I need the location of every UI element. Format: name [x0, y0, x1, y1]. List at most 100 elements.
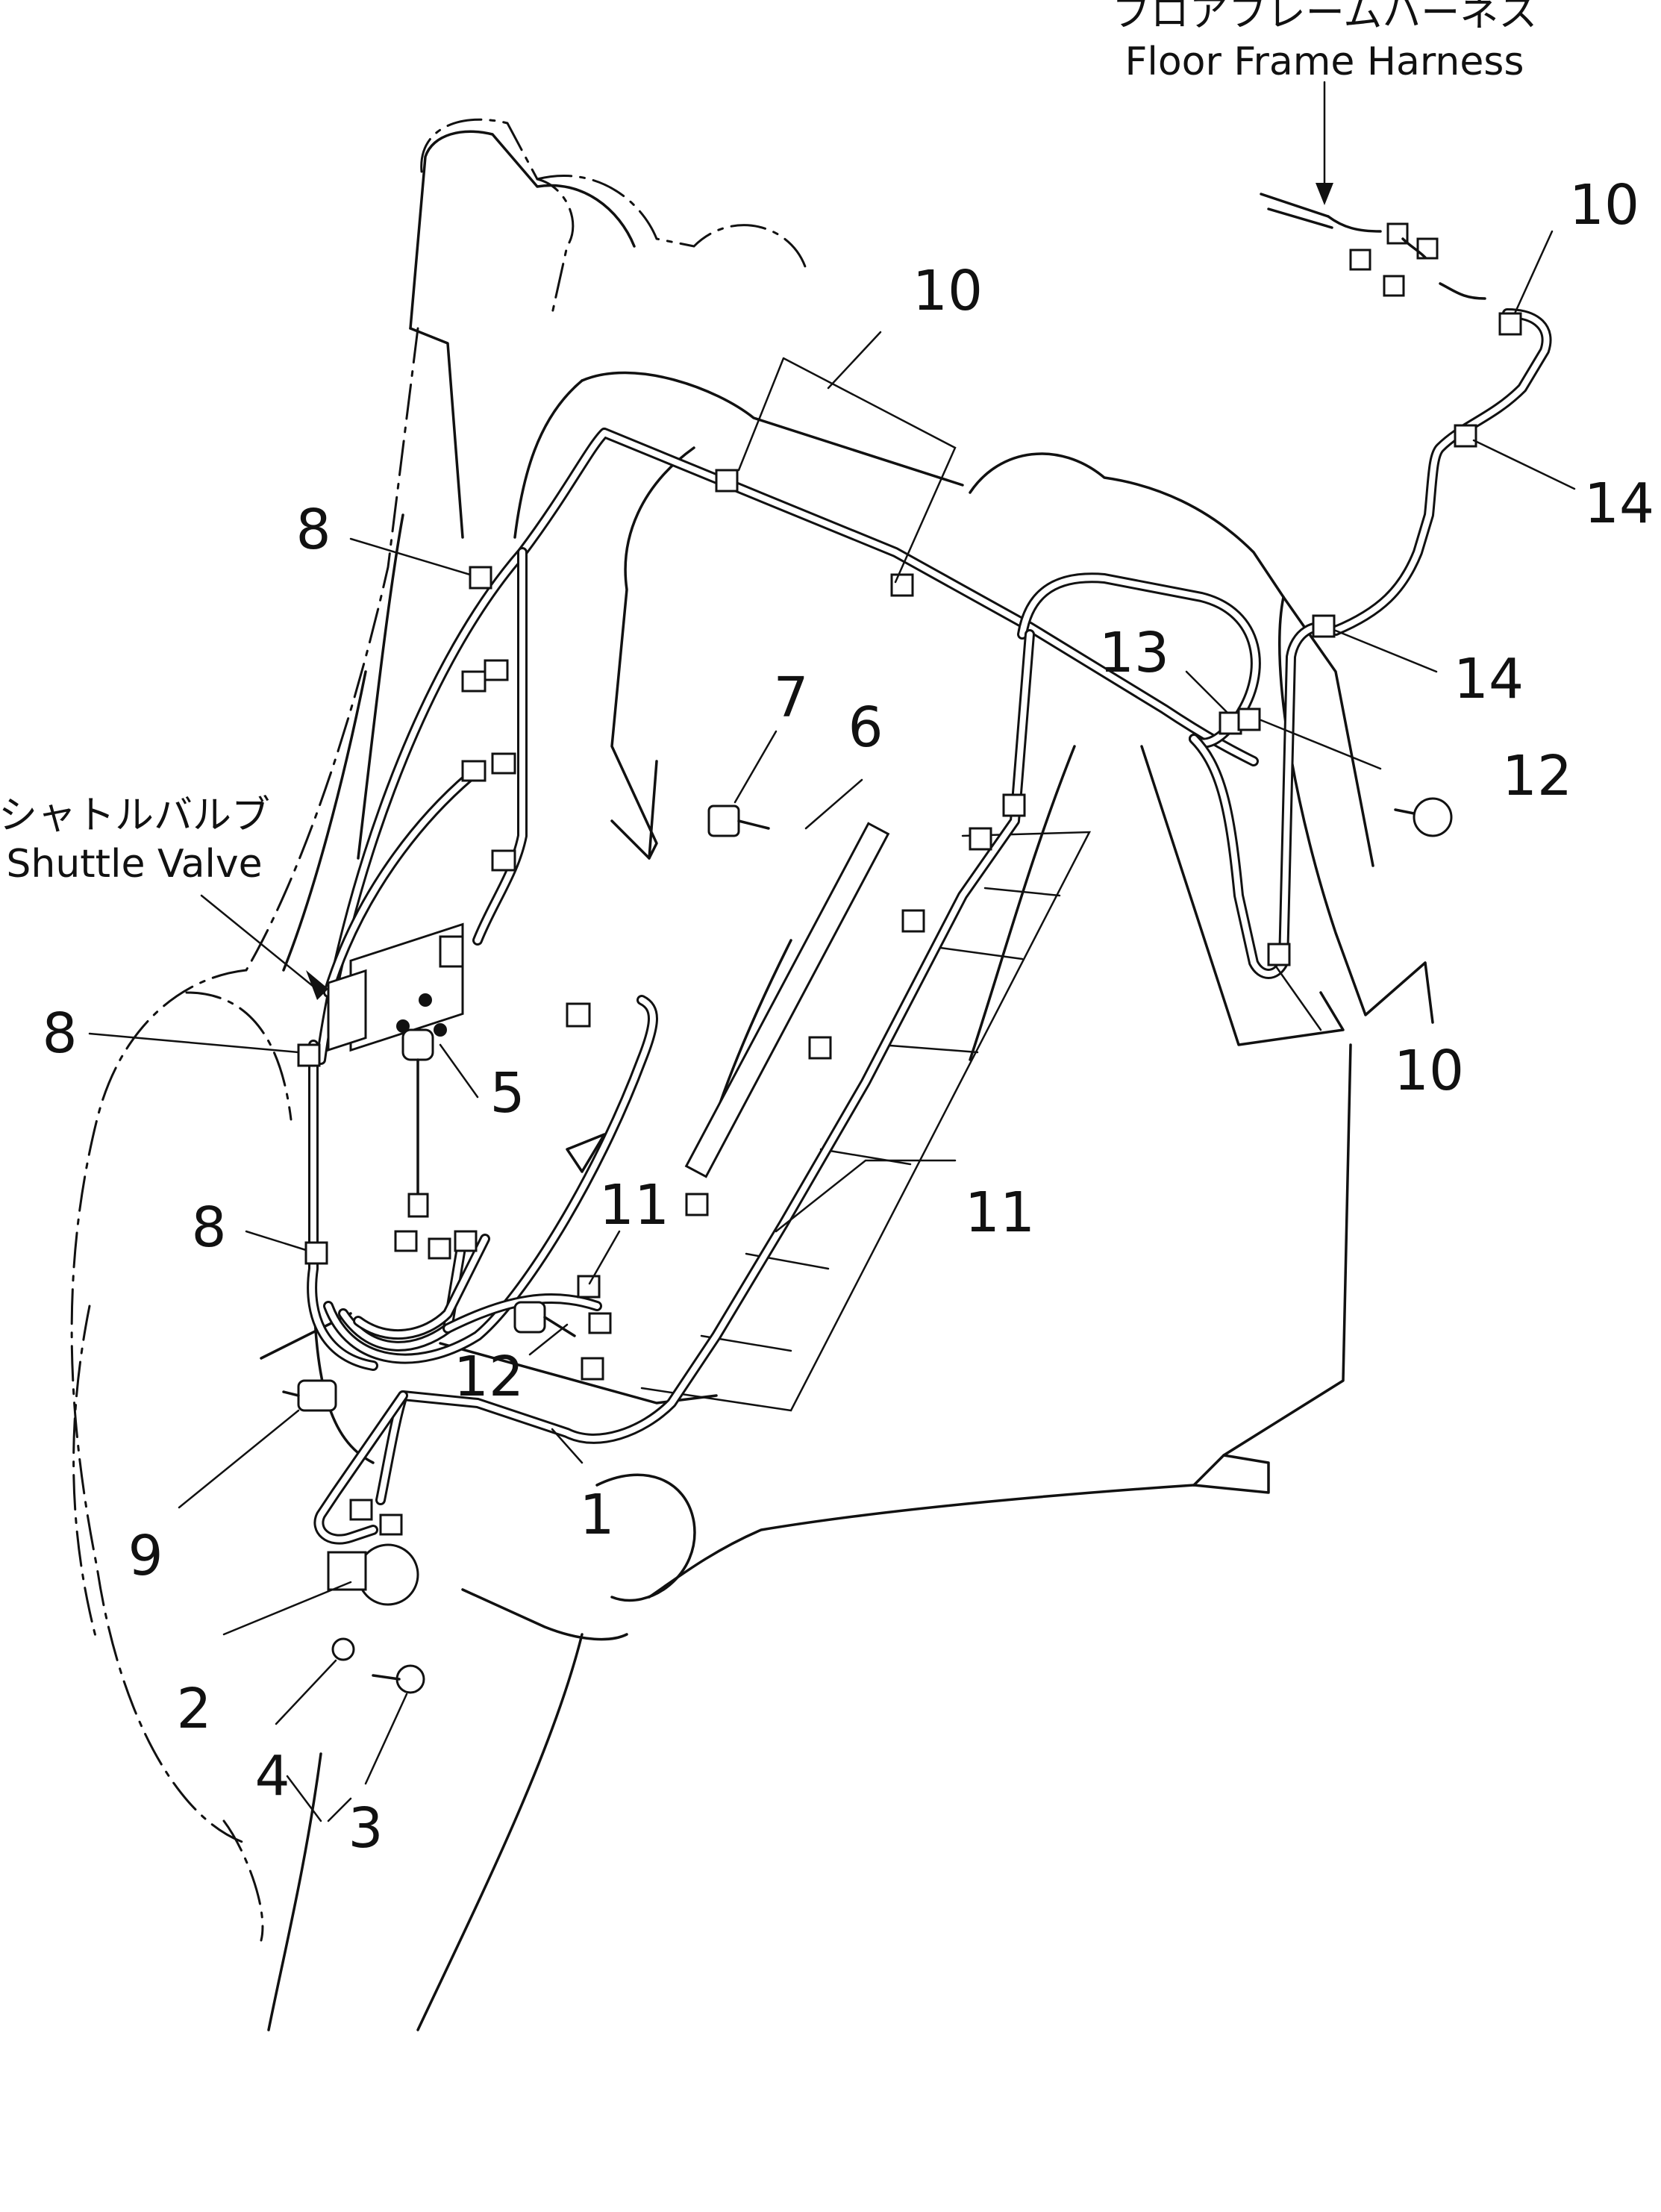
arrow-shuttle-valve — [306, 970, 328, 1000]
leader-4 — [275, 1659, 337, 1725]
part-number-8-mid: 8 — [42, 1002, 77, 1066]
part-number-8-top: 8 — [295, 498, 331, 562]
leader-8-top — [349, 537, 472, 576]
machine-outline — [70, 118, 807, 1942]
mat-rib-2 — [939, 946, 1024, 960]
floor-plug-3 — [1349, 249, 1371, 271]
leader-lines — [88, 81, 1576, 1822]
cab-frame-left-outline — [420, 118, 575, 315]
clamp-14-mid — [1312, 614, 1336, 638]
arrow-floor-harness — [1316, 183, 1333, 205]
clamp-11-g — [581, 1357, 604, 1381]
part-number-14-top: 14 — [1584, 472, 1654, 536]
clamps-connectors — [297, 193, 1522, 1536]
clamp-11-a — [1002, 793, 1026, 817]
leader-shuttle-valve — [200, 894, 322, 994]
clamp-10-mid — [890, 573, 914, 597]
leader-14-top — [1472, 439, 1576, 490]
part-number-9: 9 — [128, 1524, 163, 1588]
wiring-harness — [307, 308, 1552, 1545]
bolt-12-right-head — [1413, 797, 1453, 837]
clamp-12-right — [1237, 707, 1261, 731]
leader-10-upper-right — [1513, 230, 1554, 315]
floor-harness-label-jp: フロアフレームハーネス — [1112, 0, 1537, 36]
leader-7 — [733, 730, 778, 804]
body-lines — [260, 130, 1434, 2031]
cab-left-wall — [409, 327, 464, 539]
rear-panel — [1140, 745, 1345, 1046]
leader-10-top — [827, 331, 882, 390]
rear-wheel-outline — [70, 969, 248, 1845]
left-arm-panel — [357, 513, 404, 860]
part-number-11-right: 11 — [965, 1181, 1035, 1245]
valve-port-1 — [419, 993, 432, 1007]
connector-h — [394, 1230, 418, 1252]
part-number-1: 1 — [579, 1483, 614, 1547]
rear-step — [1192, 1454, 1270, 1494]
shuttle-valve-label-en: Shuttle Valve — [6, 842, 262, 887]
part-number-10-top: 10 — [913, 259, 983, 323]
clamp-10-lower-right — [1267, 943, 1291, 966]
leader-10-lower-right — [1274, 965, 1322, 1031]
part-number-10-upper-right: 10 — [1569, 173, 1639, 237]
clamp-8-mid — [297, 1043, 321, 1067]
floor-lower-curve — [595, 1473, 696, 1602]
mat-rib-4 — [819, 1148, 912, 1166]
clamp-11-d — [808, 1036, 832, 1060]
part-number-13: 13 — [1099, 621, 1169, 685]
leader-4-3-fork — [286, 1775, 352, 1822]
leader-11-right — [775, 1159, 957, 1233]
leader-2 — [222, 1581, 352, 1636]
valve-port-2 — [434, 1023, 447, 1037]
leader-12-right — [1260, 719, 1382, 770]
clamp-10-upper-right — [1498, 312, 1522, 336]
part-number-labels: 1 2 3 4 5 6 7 8 8 8 9 10 10 10 11 11 12 … — [42, 173, 1654, 1860]
part-number-5: 5 — [489, 1061, 525, 1125]
bolt-9-head — [297, 1379, 337, 1412]
leader-13 — [1185, 670, 1229, 714]
leader-12-left — [528, 1323, 569, 1356]
screw-3-shank — [372, 1674, 401, 1681]
base-leg-left — [267, 1752, 322, 2031]
mat-outline — [640, 831, 1092, 1412]
part-number-8-low: 8 — [191, 1196, 226, 1260]
clamp-8-top — [469, 566, 492, 590]
cover-plate-6-tip — [566, 1133, 606, 1173]
clamp-11-f — [577, 1275, 601, 1299]
sensor-2 — [357, 1543, 419, 1606]
part-number-2: 2 — [176, 1677, 211, 1741]
floor-plug-4 — [1383, 275, 1405, 297]
connector-c — [461, 760, 487, 782]
washer-4 — [331, 1637, 355, 1661]
leader-6 — [804, 778, 863, 830]
mat-rib-3 — [879, 1043, 979, 1054]
screw-3-head — [395, 1664, 425, 1694]
leader-5 — [439, 1043, 479, 1099]
seat-pan-right — [969, 745, 1076, 1061]
connector-m — [379, 1513, 403, 1536]
bolt-12-left-head — [513, 1301, 546, 1334]
harness-right-drop — [1189, 622, 1341, 979]
part-number-7: 7 — [773, 666, 808, 730]
clamp-11-b — [969, 827, 992, 851]
bolt-7-head — [707, 804, 740, 837]
bolt-12-left-shank — [543, 1316, 576, 1337]
leader-8-low — [245, 1230, 307, 1252]
floor-harness-label-en: Floor Frame Harness — [1124, 40, 1524, 84]
leader-1 — [551, 1428, 584, 1464]
connector-d — [491, 752, 516, 775]
clamp-8-low — [304, 1241, 328, 1265]
seat-back-right — [969, 452, 1374, 867]
clamp-14-top — [1454, 424, 1477, 448]
shuttle-valve-side — [327, 969, 367, 1052]
leader-9 — [178, 1409, 300, 1509]
upper-cab-panel — [409, 130, 636, 330]
floor-panel-left — [513, 379, 584, 539]
console-arrow — [610, 760, 658, 860]
part-number-3: 3 — [348, 1796, 383, 1860]
leader-11-left — [588, 1230, 621, 1285]
leader-8-mid — [88, 1032, 300, 1054]
switch-5-end — [407, 1193, 429, 1218]
cab-left-pillar-outline — [245, 327, 419, 972]
floor-harness-wire — [1327, 215, 1486, 300]
